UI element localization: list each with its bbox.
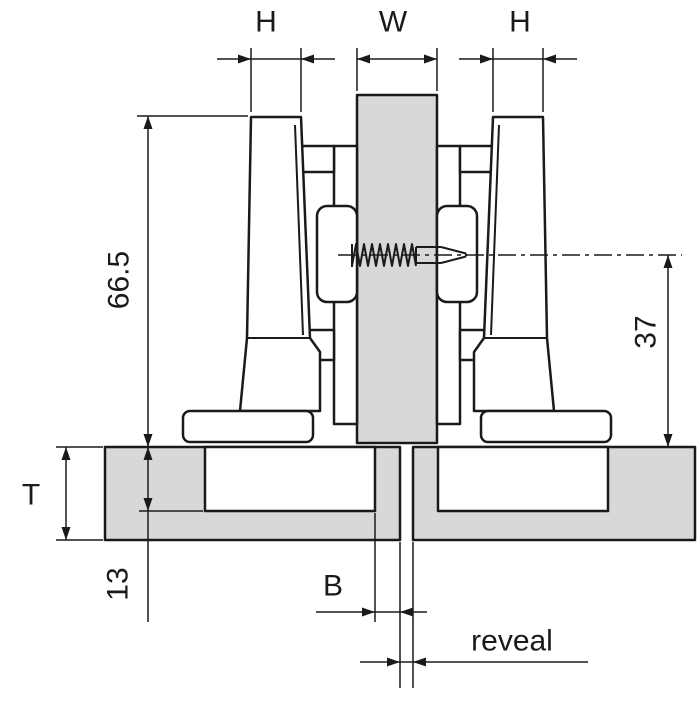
arrowhead-right-icon bbox=[387, 657, 400, 667]
dim-label-reveal: reveal bbox=[471, 625, 553, 658]
dim-label-13: 13 bbox=[102, 567, 135, 600]
arrowhead-right-icon bbox=[480, 54, 493, 64]
arrowhead-right-icon bbox=[362, 607, 375, 617]
dim-top: H W H bbox=[217, 6, 577, 112]
right-top-connector bbox=[458, 144, 495, 174]
right-cup-recess bbox=[436, 445, 610, 513]
dim-h-right: H bbox=[459, 6, 577, 64]
arrowhead-left-icon bbox=[413, 657, 426, 667]
arrowhead-down-icon bbox=[663, 434, 673, 447]
dim-label-w: W bbox=[379, 6, 408, 39]
left-top-connector bbox=[299, 144, 336, 174]
screw-thread bbox=[351, 243, 417, 267]
doors bbox=[103, 445, 697, 542]
screw-tip-top bbox=[440, 246, 467, 255]
arrowhead-down-icon bbox=[143, 498, 153, 511]
arrowhead-up-icon bbox=[61, 447, 71, 460]
right-screw-boss bbox=[435, 204, 479, 304]
dim-label-h-right: H bbox=[509, 6, 531, 39]
left-hinge bbox=[181, 115, 359, 444]
arrowhead-left-icon bbox=[400, 607, 413, 617]
arrowhead-up-icon bbox=[663, 255, 673, 268]
arrowhead-left-icon bbox=[543, 54, 556, 64]
dim-h-left: H bbox=[217, 6, 335, 64]
arrowhead-up-icon bbox=[143, 447, 153, 460]
dim-label-h-left: H bbox=[255, 6, 277, 39]
arrowhead-down-icon bbox=[143, 434, 153, 447]
left-arm-edge-line bbox=[294, 124, 304, 336]
dim-label-66-5: 66.5 bbox=[103, 251, 136, 309]
dim-13: 13 bbox=[102, 447, 203, 622]
dim-reveal: reveal bbox=[360, 625, 588, 667]
dim-66-5: 66.5 bbox=[103, 115, 248, 447]
center-panel bbox=[355, 93, 439, 445]
arrowhead-left-icon bbox=[301, 54, 314, 64]
dim-t: T bbox=[22, 446, 103, 541]
arrowhead-left-icon bbox=[357, 54, 370, 64]
dim-label-t: T bbox=[22, 479, 40, 512]
left-base-flange bbox=[181, 409, 315, 444]
dim-label-b: B bbox=[323, 570, 343, 603]
dim-label-37: 37 bbox=[630, 315, 663, 348]
dim-37: 37 bbox=[630, 255, 673, 447]
right-base-flange bbox=[479, 409, 613, 444]
dim-w: W bbox=[357, 6, 437, 64]
screw-tip-bottom bbox=[440, 255, 467, 264]
mounting-screw bbox=[338, 243, 682, 267]
arrowhead-right-icon bbox=[424, 54, 437, 64]
right-hinge bbox=[435, 115, 613, 444]
left-cup-recess bbox=[203, 445, 377, 513]
arrowhead-right-icon bbox=[238, 54, 251, 64]
dim-b: B bbox=[316, 513, 427, 688]
arrowhead-up-icon bbox=[143, 116, 153, 129]
arrowhead-down-icon bbox=[61, 527, 71, 540]
right-arm-edge-line bbox=[490, 124, 500, 336]
center-partition bbox=[355, 93, 439, 445]
